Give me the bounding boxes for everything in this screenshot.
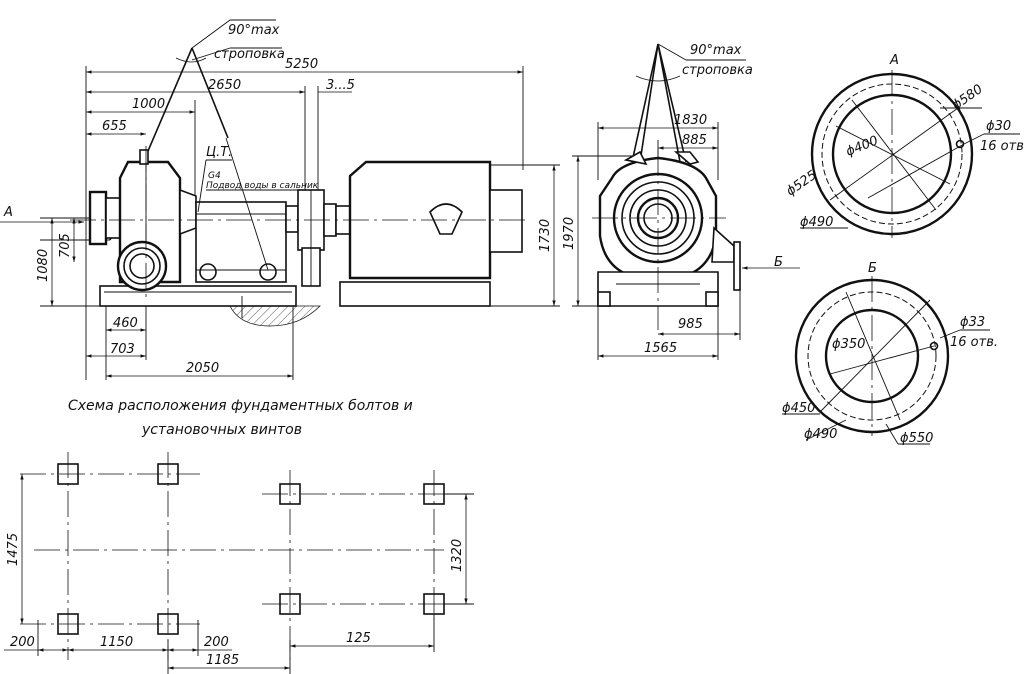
flange-b-d490: ϕ490: [804, 427, 837, 442]
sling-label: строповка: [214, 47, 285, 62]
bolt-scheme-caption-1: Схема расположения фундаментных болтов и: [68, 398, 413, 414]
front-view: 90°max строповка 1830 885 1970: [562, 43, 800, 360]
dim-1150: 1150: [100, 635, 133, 650]
dim-1830: 1830: [674, 113, 707, 128]
dim-1565: 1565: [644, 341, 677, 356]
dim-1475: 1475: [6, 533, 21, 566]
bolt-scheme-caption-2: установочных винтов: [141, 422, 302, 438]
dim-655: 655: [102, 119, 127, 134]
dim-2650: 2650: [208, 78, 241, 93]
flange-a: А ϕ580 ϕ30 16 отв. ϕ400 ϕ525 ϕ490: [784, 53, 1024, 238]
view-a-label: А: [3, 205, 13, 220]
flange-b-d350: ϕ350: [832, 337, 865, 352]
dim-705: 705: [58, 233, 73, 258]
water-label: Подвод воды в сальник: [206, 181, 319, 191]
flange-a-d525: ϕ525: [784, 168, 820, 199]
dim-460: 460: [113, 316, 138, 331]
dim-1320: 1320: [450, 539, 465, 572]
dim-1000: 1000: [132, 97, 165, 112]
dim-125: 125: [346, 631, 371, 646]
side-view: 5250 2650 3...5 1000 655 1080 705 А 1730…: [0, 19, 560, 380]
dim-200-right: 200: [204, 635, 229, 650]
view-b-label: Б: [774, 255, 783, 270]
dim-1185: 1185: [206, 653, 239, 668]
flange-a-d490: ϕ490: [800, 215, 833, 230]
flange-b-d550: ϕ550: [900, 431, 933, 446]
flange-b-d450: ϕ450: [782, 401, 815, 416]
flange-a-d400: ϕ400: [844, 133, 881, 159]
flange-b-holes: 16 отв.: [950, 335, 998, 350]
g-label: G4: [208, 171, 221, 181]
dim-3-5: 3...5: [326, 78, 355, 93]
sling-angle: 90°max: [228, 23, 280, 38]
flange-b: Б ϕ33 16 отв. ϕ350 ϕ450 ϕ490 ϕ550: [782, 261, 998, 446]
flange-b-d33: ϕ33: [960, 315, 985, 330]
front-sling-angle: 90°max: [690, 43, 742, 58]
dim-1080: 1080: [36, 249, 51, 282]
flange-a-title: А: [889, 53, 899, 68]
dim-5250: 5250: [285, 57, 318, 72]
flange-b-title: Б: [868, 261, 877, 276]
dim-985: 985: [678, 317, 703, 332]
dim-1730: 1730: [538, 219, 553, 252]
dim-703: 703: [110, 342, 135, 357]
cg-label: Ц.Т.: [206, 145, 232, 160]
dim-200-left: 200: [10, 635, 35, 650]
dim-885: 885: [682, 133, 707, 148]
dim-2050: 2050: [186, 361, 219, 376]
front-sling-label: строповка: [682, 63, 753, 78]
flange-a-d580: ϕ580: [950, 82, 986, 113]
flange-a-holes: 16 отв.: [980, 139, 1024, 154]
bolt-scheme: 1475 1320 200 1150 200 125 1185: [4, 452, 474, 674]
dim-1970: 1970: [562, 217, 577, 250]
flange-a-d30: ϕ30: [986, 119, 1011, 134]
